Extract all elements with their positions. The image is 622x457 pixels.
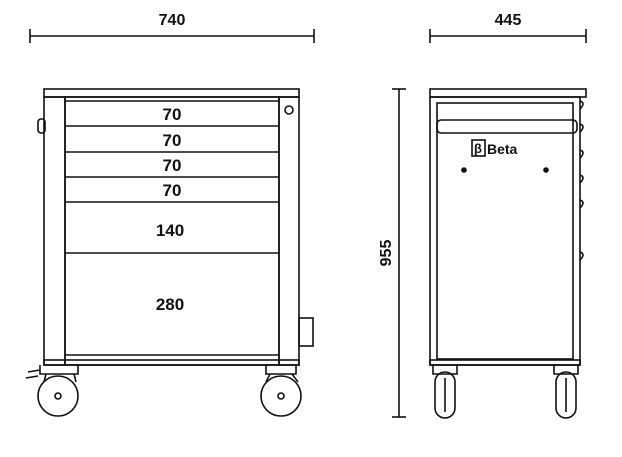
brand-name: Beta bbox=[487, 141, 518, 157]
width-dimension bbox=[29, 29, 315, 43]
drawer-label: 70 bbox=[163, 156, 182, 175]
caster-bracket bbox=[432, 365, 458, 375]
depth-dimension bbox=[429, 29, 587, 43]
drawer-handle-nub bbox=[579, 100, 584, 110]
side-top-plate bbox=[429, 88, 587, 98]
width-dimension-label: 740 bbox=[159, 12, 186, 29]
side-left-caster bbox=[432, 365, 458, 419]
drawer-label: 70 bbox=[163, 181, 182, 200]
caster-hub bbox=[54, 392, 62, 400]
drawer-label: 280 bbox=[156, 295, 184, 314]
caster-bracket bbox=[265, 365, 297, 375]
side-handle-bar bbox=[436, 119, 578, 134]
accessory-box bbox=[298, 317, 314, 347]
front-right-caster bbox=[260, 365, 302, 417]
drawer-handle-nub bbox=[579, 149, 584, 159]
beta-logo: β Beta bbox=[471, 139, 518, 157]
drawer-label: 70 bbox=[163, 105, 182, 124]
caster-wheel bbox=[260, 375, 302, 417]
front-right-panel bbox=[278, 96, 300, 366]
depth-dimension-label: 445 bbox=[495, 12, 522, 29]
front-left-panel bbox=[43, 96, 66, 366]
caster-wheel bbox=[555, 371, 577, 419]
caster-bracket bbox=[39, 365, 79, 375]
height-dimension-label: 955 bbox=[378, 240, 395, 267]
side-handle bbox=[37, 118, 46, 134]
beta-logo-mark-icon bbox=[471, 139, 486, 157]
caster-wheel bbox=[434, 371, 456, 419]
drawer-handle-nub bbox=[579, 199, 584, 209]
side-base bbox=[429, 359, 581, 366]
drawer-handle-nub bbox=[579, 174, 584, 184]
side-body bbox=[429, 96, 581, 366]
drawer-label: 140 bbox=[156, 221, 184, 240]
front-left-caster bbox=[25, 365, 79, 417]
side-inner-frame bbox=[436, 102, 574, 360]
drawer-handle-nub bbox=[579, 251, 584, 261]
lock-icon bbox=[284, 105, 294, 115]
rivet bbox=[543, 167, 549, 173]
rivet bbox=[461, 167, 467, 173]
caster-bracket bbox=[553, 365, 579, 375]
drawer-handle-nub bbox=[579, 123, 584, 133]
beta-logo-glyph: β bbox=[474, 141, 482, 156]
side-view bbox=[429, 88, 587, 419]
caster-fork bbox=[265, 373, 299, 383]
caster-wheel bbox=[37, 375, 79, 417]
side-right-caster bbox=[553, 365, 579, 419]
front-top-plate bbox=[43, 88, 300, 98]
front-view bbox=[25, 88, 314, 417]
height-dimension bbox=[392, 88, 406, 418]
drawer-label: 70 bbox=[163, 131, 182, 150]
caster-hub bbox=[277, 392, 285, 400]
front-base bbox=[43, 359, 300, 366]
brake-pedal bbox=[25, 369, 41, 379]
